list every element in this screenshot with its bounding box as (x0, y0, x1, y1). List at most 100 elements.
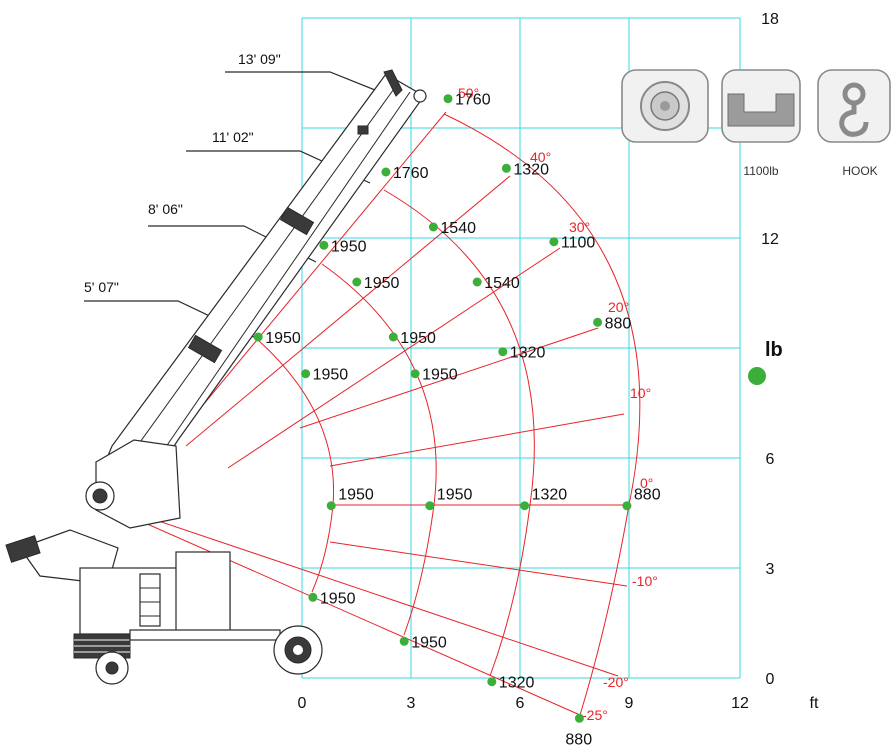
angle-label-40: 40° (530, 149, 551, 165)
load-value-label: 1950 (437, 487, 473, 504)
load-value-label: 1760 (455, 92, 491, 109)
angle-line-m25 (119, 511, 581, 716)
load-point (443, 94, 453, 104)
pivot-pin-center (92, 488, 108, 504)
x-axis-labels: 0 3 6 9 12 ft (298, 695, 819, 712)
hydraulic-cylinder (5, 535, 41, 563)
arc-5ft (257, 339, 335, 593)
reach-arcs (257, 113, 641, 716)
load-value-label: 1950 (320, 590, 356, 607)
boom-length-8ft: 8' 06" (148, 201, 183, 217)
load-point (574, 713, 584, 723)
crane-machine-drawing (5, 69, 427, 685)
y-tick-12: 12 (761, 231, 779, 248)
boom-clamp (187, 334, 223, 364)
load-point (399, 636, 409, 646)
boom-tip-pin (413, 89, 427, 103)
angle-labels: 50° 40° 30° 20° 10° 0° -10° -20° -25° (458, 85, 658, 723)
hook-icon-ring (842, 82, 866, 106)
wheel-icon[interactable] (621, 69, 709, 143)
load-points: 1760176019501950132015401950195011001540… (253, 92, 661, 748)
load-point (549, 237, 559, 247)
boom-bracket (357, 125, 369, 135)
fork-icon[interactable]: 1100lb (721, 69, 801, 178)
load-value-label: 1950 (422, 367, 458, 384)
x-unit-label: ft (810, 695, 819, 712)
load-value-label: 1950 (400, 330, 436, 347)
load-point (410, 369, 420, 379)
load-value-label: 1950 (338, 487, 374, 504)
attachment-icons: 1100lb HOOK (621, 69, 891, 178)
angle-label-50: 50° (458, 85, 479, 101)
load-value-label: 1540 (484, 275, 520, 292)
load-value-label: 880 (565, 731, 592, 748)
x-tick-9: 9 (625, 695, 634, 712)
boom-clamp (279, 206, 315, 236)
load-point (472, 277, 482, 287)
angle-label-20: 20° (608, 299, 629, 315)
load-point (308, 592, 318, 602)
boom-inner-line (149, 91, 411, 471)
boom-length-5ft: 5' 07" (84, 279, 119, 295)
fork-icon-label: 1100lb (743, 164, 778, 178)
load-point (428, 222, 438, 232)
load-value-label: 1100 (561, 235, 596, 252)
load-value-label: 1320 (513, 161, 549, 178)
y-tick-3: 3 (766, 561, 775, 578)
angle-line-10 (329, 413, 625, 467)
arc-11ft (383, 189, 535, 677)
boom-length-11ft: 11' 02" (212, 129, 254, 145)
angle-lines (119, 111, 629, 716)
boom-tip-hook (383, 69, 403, 97)
fork-icon-shape (727, 93, 795, 127)
load-value-label: 1320 (510, 345, 546, 362)
hook-icon-label: HOOK (842, 164, 877, 178)
load-value-label: 1760 (393, 165, 429, 182)
x-tick-12: 12 (731, 695, 749, 712)
hook-icon[interactable]: HOOK (817, 69, 891, 178)
load-point (319, 240, 329, 250)
load-point (520, 501, 530, 511)
load-value-label: 1320 (532, 487, 568, 504)
load-value-label: 1950 (411, 634, 447, 651)
y-tick-0: 0 (766, 671, 775, 688)
y-tick-6: 6 (766, 451, 775, 468)
boom-inner-line (119, 85, 397, 471)
angle-label-m10: -10° (632, 573, 658, 589)
angle-label-0: 0° (640, 475, 653, 491)
load-value-label: 880 (605, 315, 632, 332)
angle-line-50 (173, 111, 447, 441)
load-unit-label: lb (765, 339, 783, 361)
chassis-frame (129, 629, 281, 641)
rear-wheel-center (293, 645, 303, 655)
load-point (388, 332, 398, 342)
load-value-label: 1950 (265, 330, 301, 347)
load-point (487, 677, 497, 687)
load-value-label: 1950 (331, 238, 367, 255)
load-point (352, 277, 362, 287)
load-point (501, 163, 511, 173)
x-tick-6: 6 (516, 695, 525, 712)
angle-line-m20 (119, 507, 619, 677)
load-point-legend-marker (748, 367, 766, 385)
front-wheel-hub (105, 661, 119, 675)
wheel-icon-center (660, 101, 670, 111)
load-point (253, 332, 263, 342)
y-tick-18: 18 (761, 11, 779, 28)
load-point (326, 501, 336, 511)
load-point (593, 317, 603, 327)
arc-8ft (321, 263, 437, 636)
angle-line-40 (185, 175, 511, 447)
load-value-label: 880 (634, 487, 661, 504)
hook-icon-hook (839, 104, 869, 137)
callout-line (225, 71, 396, 99)
load-point (622, 501, 632, 511)
angle-label-30: 30° (569, 219, 590, 235)
load-point (301, 369, 311, 379)
x-tick-0: 0 (298, 695, 307, 712)
angle-label-m25: -25° (582, 707, 608, 723)
counterweight-box (175, 551, 231, 635)
ladder (139, 573, 161, 627)
load-point (381, 167, 391, 177)
